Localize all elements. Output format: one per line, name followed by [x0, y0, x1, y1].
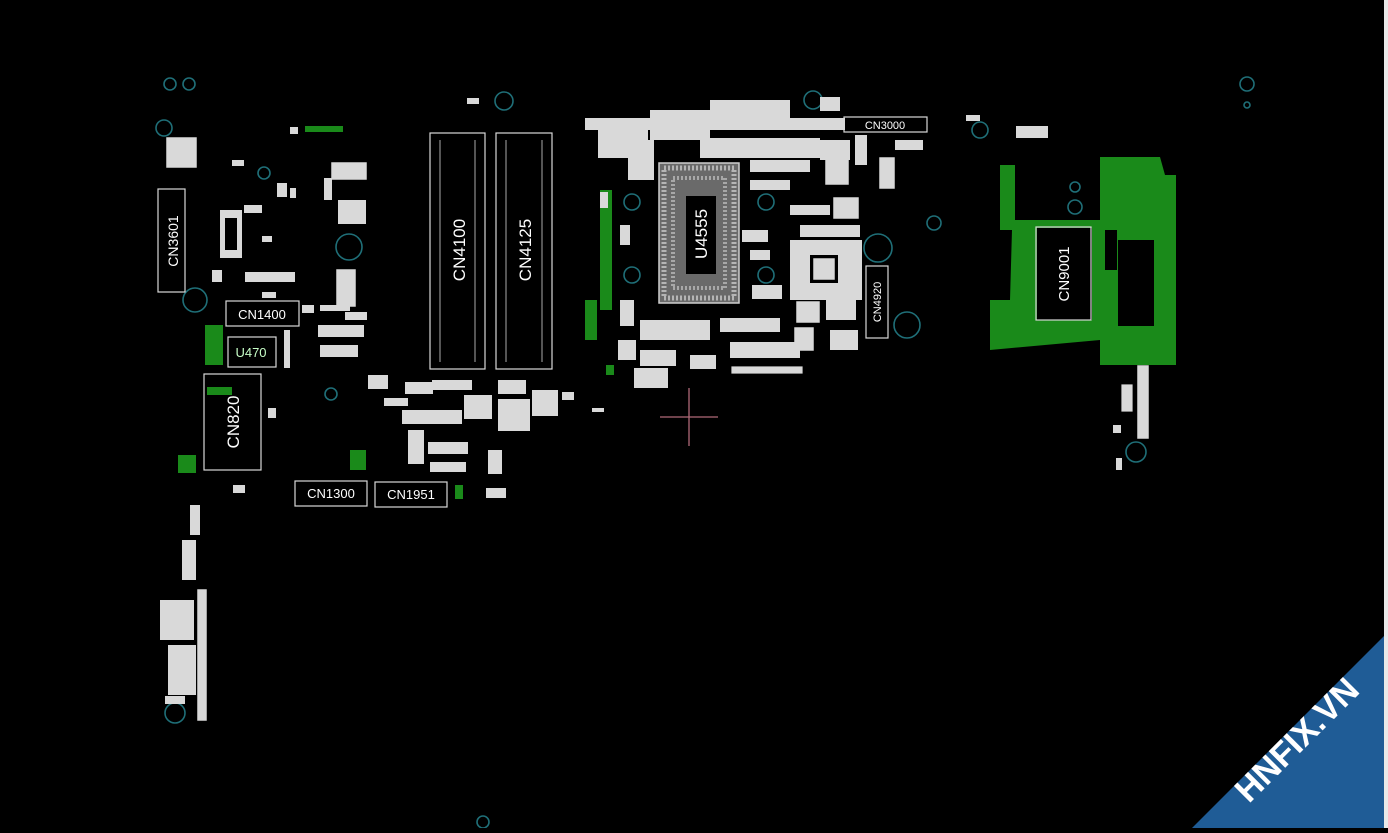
watermark-logo: HNFIX.VN: [1192, 636, 1384, 828]
connector-cn4100[interactable]: CN4100: [429, 132, 486, 370]
connector-cn1951[interactable]: CN1951: [374, 481, 448, 508]
smd-pads: [160, 97, 1149, 721]
mounting-holes: [155, 76, 1255, 829]
cn1400-label: CN1400: [238, 307, 286, 322]
copper-pour-left: [178, 126, 463, 499]
crosshair-cursor-icon: [660, 388, 718, 446]
copper-void: [1037, 228, 1092, 320]
connector-cn820[interactable]: CN820: [203, 373, 262, 471]
connector-cn1300[interactable]: CN1300: [294, 480, 368, 507]
cn4125-label: CN4125: [516, 219, 535, 281]
u4555-label: U4555: [692, 209, 711, 259]
copper-pour-cpu-left: [585, 190, 614, 375]
cn3000-label: CN3000: [865, 120, 905, 132]
connector-cn3000[interactable]: CN3000: [843, 116, 928, 133]
cn3601-label: CN3601: [165, 215, 181, 267]
cn4920-label: CN4920: [872, 282, 884, 322]
u470-label: U470: [235, 345, 266, 360]
connector-cn9001[interactable]: CN9001: [1035, 226, 1092, 321]
connector-cn4920[interactable]: CN4920: [865, 265, 889, 339]
cn9001-label: CN9001: [1056, 246, 1073, 301]
copper-void: [1105, 230, 1117, 270]
cn4100-label: CN4100: [450, 219, 469, 281]
cn1300-label: CN1300: [307, 486, 355, 501]
window-edge: [1384, 0, 1388, 828]
connector-cn4125[interactable]: CN4125: [495, 132, 553, 370]
cn1951-label: CN1951: [387, 487, 435, 502]
chip-u470[interactable]: U470: [227, 336, 277, 368]
cn820-label: CN820: [224, 396, 243, 449]
connector-cn3601[interactable]: CN3601: [157, 188, 186, 293]
copper-void: [1118, 240, 1154, 326]
chip-u4555[interactable]: U4555: [658, 162, 740, 304]
connector-cn1400[interactable]: CN1400: [225, 300, 300, 327]
